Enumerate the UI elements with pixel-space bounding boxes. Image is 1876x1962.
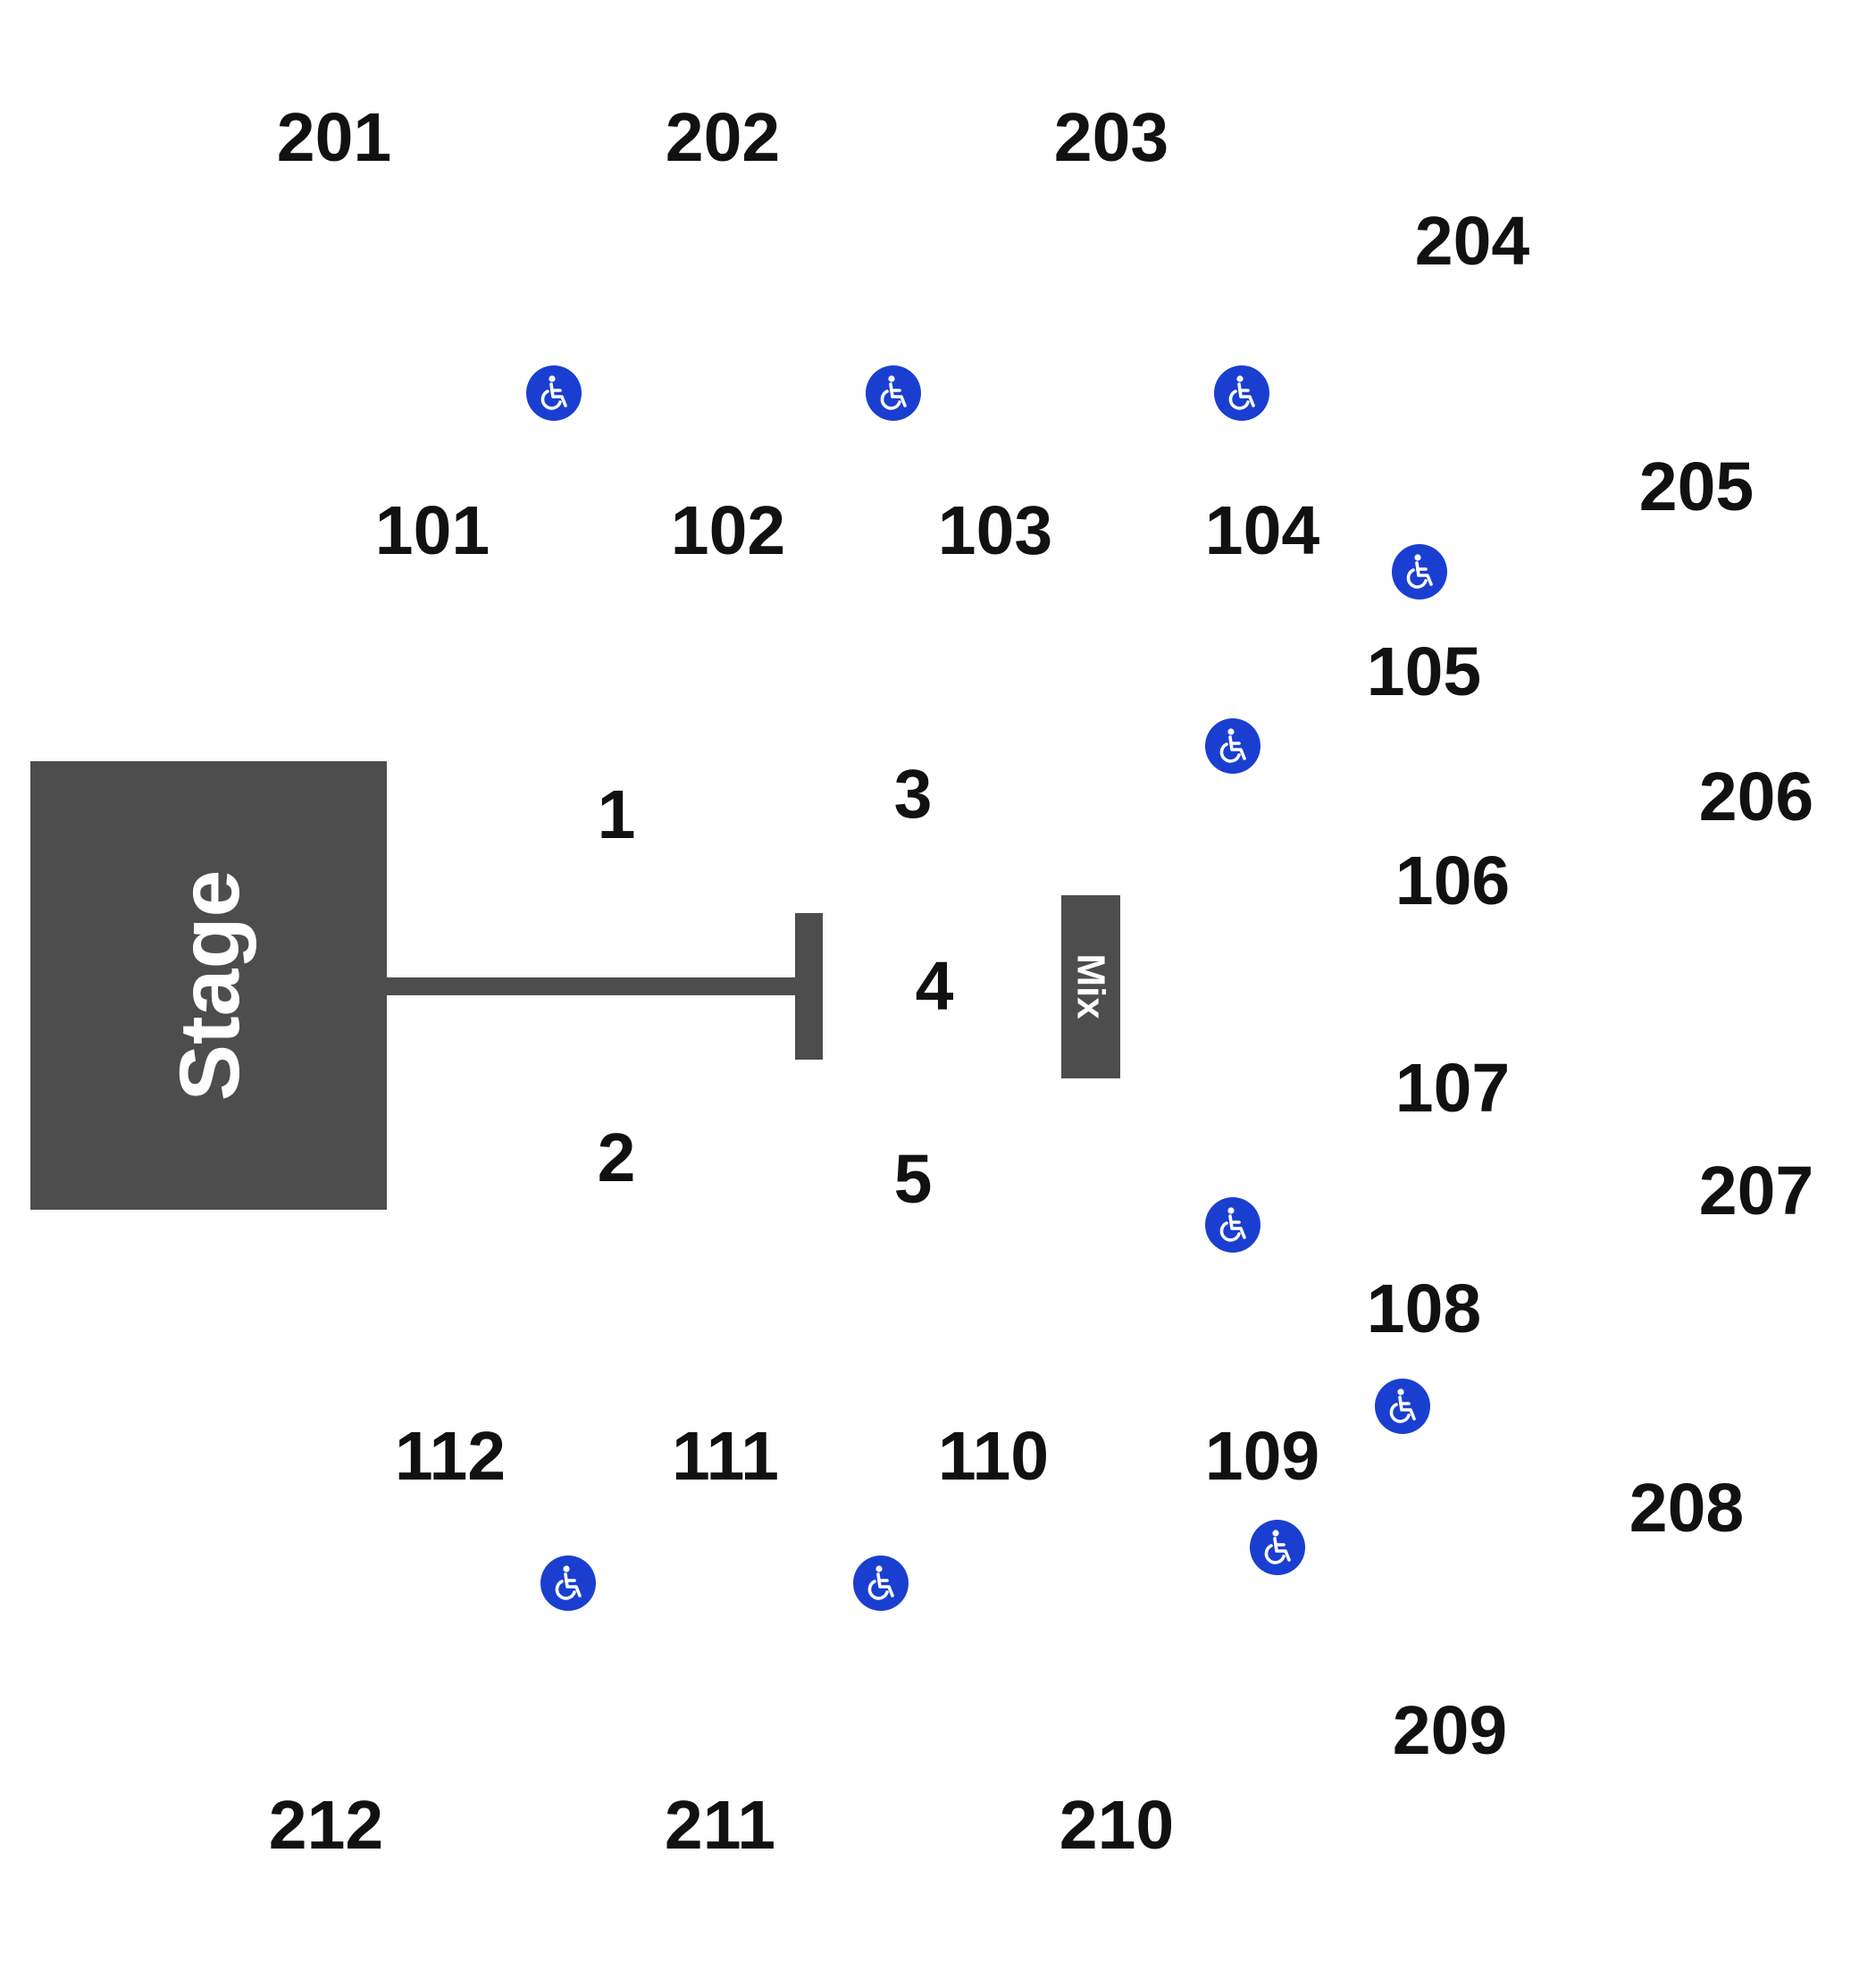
wheelchair-icon[interactable]	[1248, 1518, 1307, 1577]
wheelchair-icon[interactable]	[539, 1554, 598, 1613]
wheelchair-icon[interactable]	[851, 1554, 910, 1613]
wheelchair-icon[interactable]	[1373, 1377, 1432, 1436]
mix-position[interactable]	[1061, 895, 1120, 1078]
runway	[387, 977, 807, 995]
section-107[interactable]: 107	[1395, 1050, 1510, 1127]
section-108[interactable]: 108	[1367, 1270, 1481, 1347]
wheelchair-icon[interactable]	[1390, 542, 1449, 601]
section-101[interactable]: 101	[375, 492, 490, 569]
section-208[interactable]: 208	[1629, 1470, 1744, 1547]
section-203[interactable]: 203	[1054, 99, 1168, 176]
section-109[interactable]: 109	[1205, 1418, 1319, 1495]
section-floor-3[interactable]: 3	[894, 756, 933, 833]
section-207[interactable]: 207	[1699, 1153, 1813, 1229]
section-204[interactable]: 204	[1415, 203, 1530, 280]
section-floor-5[interactable]: 5	[894, 1141, 933, 1218]
section-205[interactable]: 205	[1639, 449, 1754, 525]
section-floor-1[interactable]: 1	[598, 776, 636, 853]
runway-end	[795, 913, 823, 1060]
wheelchair-icon[interactable]	[524, 364, 583, 423]
section-201[interactable]: 201	[277, 99, 391, 176]
section-212[interactable]: 212	[269, 1787, 383, 1864]
section-209[interactable]: 209	[1393, 1692, 1507, 1769]
wheelchair-icon[interactable]	[1203, 1195, 1262, 1254]
mix-label: Mix	[1069, 953, 1113, 1019]
stage[interactable]	[30, 761, 387, 1210]
section-103[interactable]: 103	[938, 492, 1052, 569]
section-106[interactable]: 106	[1395, 843, 1510, 919]
section-211[interactable]: 211	[665, 1787, 775, 1864]
section-102[interactable]: 102	[671, 492, 785, 569]
section-202[interactable]: 202	[666, 99, 780, 176]
section-104[interactable]: 104	[1205, 492, 1320, 569]
section-206[interactable]: 206	[1699, 759, 1813, 835]
section-110[interactable]: 110	[938, 1418, 1049, 1495]
stage-label: Stage	[163, 870, 257, 1102]
wheelchair-icon[interactable]	[1203, 717, 1262, 776]
section-111[interactable]: 111	[672, 1418, 779, 1495]
section-210[interactable]: 210	[1059, 1787, 1174, 1864]
section-floor-4[interactable]: 4	[916, 948, 954, 1025]
section-105[interactable]: 105	[1367, 633, 1481, 710]
section-112[interactable]: 112	[395, 1418, 506, 1495]
section-floor-2[interactable]: 2	[598, 1119, 636, 1196]
wheelchair-icon[interactable]	[1212, 364, 1271, 423]
wheelchair-icon[interactable]	[864, 364, 923, 423]
